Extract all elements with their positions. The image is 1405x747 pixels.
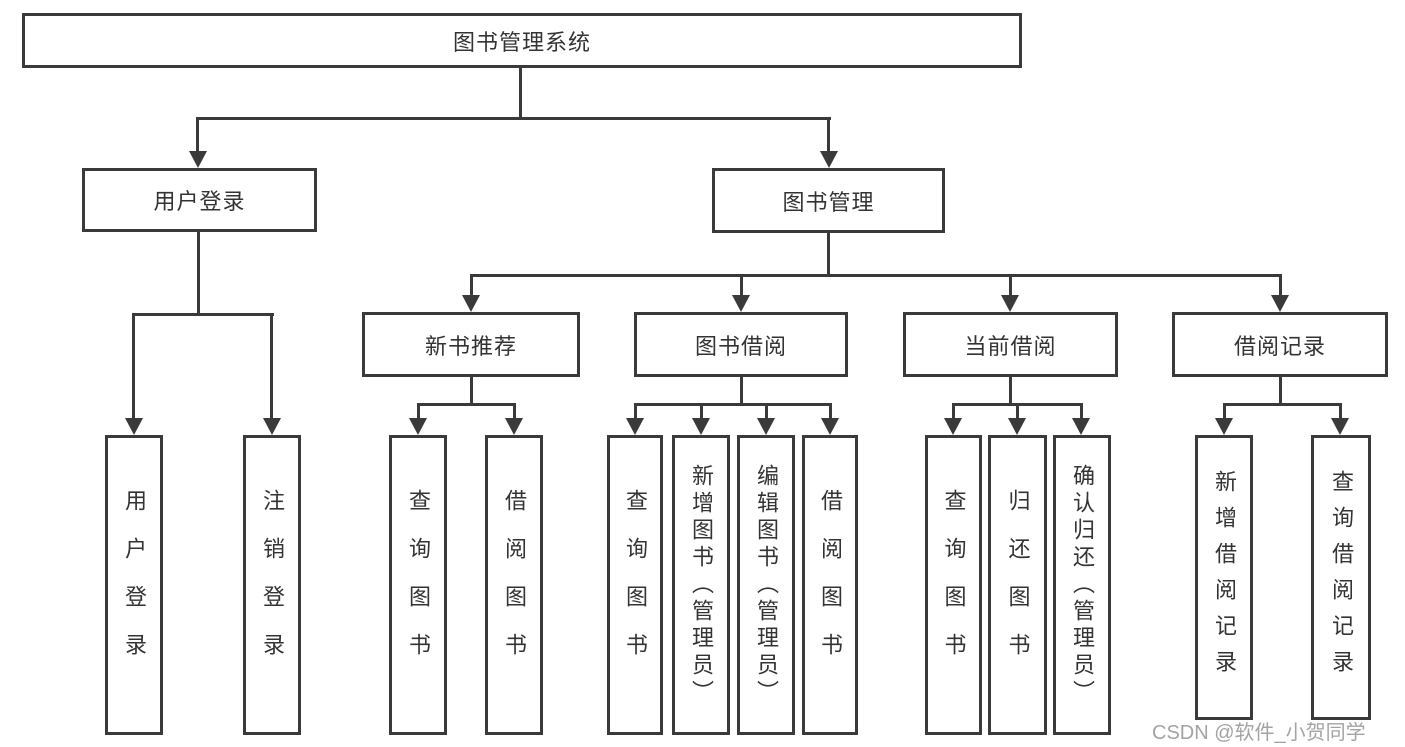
node-borrowing-records: 借阅记录 xyxy=(1172,312,1388,377)
connector-line xyxy=(513,403,516,420)
watermark: CSDN @软件_小贺同学 xyxy=(1152,722,1366,744)
connector-line xyxy=(829,403,832,420)
leaf-label: 借阅图书 xyxy=(818,489,843,681)
connector-line xyxy=(740,274,743,300)
leaf-label: 查询借阅记录 xyxy=(1329,469,1354,686)
node-new-book-recommendation: 新书推荐 xyxy=(362,312,580,377)
connector-line xyxy=(952,403,955,420)
connector-line xyxy=(470,274,1282,277)
arrow-down-icon xyxy=(1008,418,1026,435)
arrow-down-icon xyxy=(1271,295,1289,312)
leaf-query-books-borrowing: 查询图书 xyxy=(607,435,663,735)
leaf-label: 借阅图书 xyxy=(502,489,527,681)
connector-line xyxy=(1080,403,1083,420)
leaf-label: 确认归还（管理员） xyxy=(1070,463,1095,707)
connector-line xyxy=(827,117,830,153)
arrow-down-icon xyxy=(1072,418,1090,435)
node-label: 用户登录 xyxy=(153,189,246,214)
leaf-return-book: 归还图书 xyxy=(988,435,1047,735)
arrow-down-icon xyxy=(263,418,281,435)
connector-line xyxy=(470,377,473,406)
leaf-add-borrow-record: 新增借阅记录 xyxy=(1195,435,1253,720)
leaf-label: 用户登录 xyxy=(122,489,147,681)
leaf-query-books-recommend: 查询图书 xyxy=(389,435,447,735)
arrow-down-icon xyxy=(821,418,839,435)
leaf-borrow-books-borrowing: 借阅图书 xyxy=(802,435,858,735)
leaf-edit-book-admin: 编辑图书（管理员） xyxy=(737,435,795,735)
connector-line xyxy=(196,117,199,153)
node-label: 图书管理 xyxy=(782,189,875,215)
leaf-label: 编辑图书（管理员） xyxy=(754,463,779,707)
arrow-down-icon xyxy=(462,295,480,312)
connector-line xyxy=(827,233,830,277)
connector-line xyxy=(1223,403,1226,420)
arrow-down-icon xyxy=(1215,418,1233,435)
connector-line xyxy=(132,313,135,420)
connector-line xyxy=(1009,377,1012,406)
leaf-logout-login: 注销登录 xyxy=(243,435,301,735)
connector-line xyxy=(519,68,522,119)
connector-line xyxy=(1223,403,1342,406)
leaf-label: 新增图书（管理员） xyxy=(689,463,714,707)
arrow-down-icon xyxy=(505,418,523,435)
arrow-down-icon xyxy=(944,418,962,435)
connector-line xyxy=(700,403,703,420)
node-user-login: 用户登录 xyxy=(82,168,317,232)
node-label: 图书借阅 xyxy=(694,333,787,359)
node-label: 图书管理系统 xyxy=(452,29,591,55)
arrow-down-icon xyxy=(732,295,750,312)
arrow-down-icon xyxy=(125,418,143,435)
connector-line xyxy=(417,403,515,406)
node-root: 图书管理系统 xyxy=(22,13,1022,68)
leaf-label: 查询图书 xyxy=(623,489,648,681)
connector-line xyxy=(417,403,420,420)
connector-line xyxy=(197,232,200,316)
connector-line xyxy=(634,403,637,420)
arrow-down-icon xyxy=(820,151,838,168)
connector-line xyxy=(470,274,473,300)
node-book-management: 图书管理 xyxy=(712,168,945,233)
connector-line xyxy=(1279,377,1282,406)
leaf-borrow-books-recommend: 借阅图书 xyxy=(485,435,543,735)
arrow-down-icon xyxy=(189,151,207,168)
leaf-add-book-admin: 新增图书（管理员） xyxy=(672,435,730,735)
leaf-confirm-return-admin: 确认归还（管理员） xyxy=(1053,435,1111,735)
connector-line xyxy=(740,377,743,406)
arrow-down-icon xyxy=(692,418,710,435)
connector-line xyxy=(765,403,768,420)
leaf-label: 注销登录 xyxy=(260,489,285,681)
leaf-label: 新增借阅记录 xyxy=(1212,469,1237,686)
node-label: 新书推荐 xyxy=(424,333,517,359)
arrow-down-icon xyxy=(626,418,644,435)
leaf-query-borrow-record: 查询借阅记录 xyxy=(1311,435,1371,720)
connector-line xyxy=(1279,274,1282,300)
leaf-label: 归还图书 xyxy=(1005,489,1031,681)
arrow-down-icon xyxy=(757,418,775,435)
connector-line xyxy=(1009,274,1012,300)
leaf-label: 查询图书 xyxy=(941,489,967,681)
connector-line xyxy=(634,403,831,406)
arrow-down-icon xyxy=(1001,295,1019,312)
connector-line xyxy=(270,313,273,420)
node-current-borrowing: 当前借阅 xyxy=(903,312,1118,377)
leaf-label: 查询图书 xyxy=(406,489,431,681)
connector-line xyxy=(1016,403,1019,420)
connector-line xyxy=(133,313,274,316)
arrow-down-icon xyxy=(1331,418,1349,435)
leaf-query-books-current: 查询图书 xyxy=(925,435,982,735)
node-label: 当前借阅 xyxy=(964,333,1057,359)
arrow-down-icon xyxy=(409,418,427,435)
leaf-user-login: 用户登录 xyxy=(105,435,163,735)
node-book-borrowing: 图书借阅 xyxy=(634,312,848,377)
node-label: 借阅记录 xyxy=(1233,333,1326,359)
connector-line xyxy=(197,117,831,120)
connector-line xyxy=(1339,403,1342,420)
